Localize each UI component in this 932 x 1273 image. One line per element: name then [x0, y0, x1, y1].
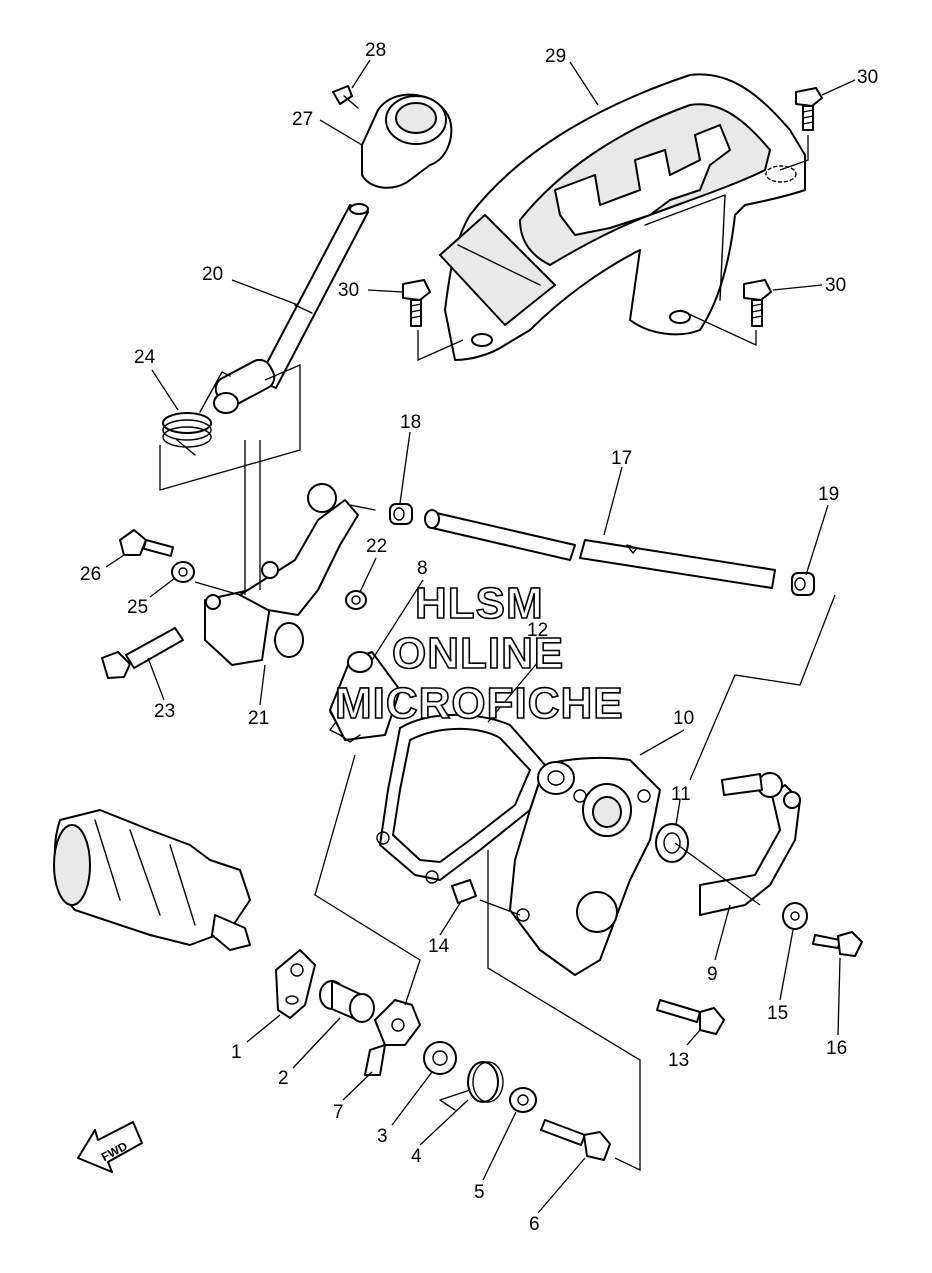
lever-spring	[162, 371, 231, 456]
shift-segment-gear	[329, 651, 401, 743]
stopper-lever-1	[275, 949, 316, 1019]
spring-4	[439, 1061, 504, 1111]
callout-16: 16	[826, 1038, 847, 1059]
shift-gate-cover	[439, 73, 806, 361]
collar-18	[389, 503, 413, 525]
callout-28: 28	[365, 40, 386, 61]
shift-cover	[509, 756, 661, 976]
callout-10: 10	[673, 708, 694, 729]
callout-27: 27	[292, 109, 313, 130]
bolt-6	[540, 1119, 611, 1161]
dowel-pin	[451, 879, 477, 904]
callout-15: 15	[767, 1003, 788, 1024]
watermark-line1: HLSM	[415, 579, 544, 628]
callout-21: 21	[248, 708, 269, 729]
callout-7: 7	[333, 1102, 344, 1123]
callout-20: 20	[202, 264, 223, 285]
stopper-7	[364, 999, 421, 1076]
callout-6: 6	[529, 1214, 540, 1235]
callout-3: 3	[377, 1126, 388, 1147]
callout-2: 2	[278, 1068, 289, 1089]
shift-shaft	[424, 509, 776, 589]
callout-5: 5	[474, 1182, 485, 1203]
shift-drum	[53, 809, 251, 951]
callout-12: 12	[527, 620, 548, 641]
callout-8: 8	[417, 558, 428, 579]
watermark-line3: MICROFICHE	[335, 679, 624, 728]
watermark-line2: ONLINE	[392, 629, 564, 678]
callout-29: 29	[545, 46, 566, 67]
bolt-26	[119, 529, 175, 557]
shift-knob	[361, 93, 453, 189]
callout-22: 22	[366, 536, 387, 557]
washer-15	[782, 902, 808, 930]
callout-30-top: 30	[857, 67, 878, 88]
callout-30-right: 30	[825, 275, 846, 296]
collar-19	[791, 572, 815, 596]
callout-numbers: 1 2 3 4 5 6 7 8 9 10 11 12 13 14 15 16 1…	[80, 40, 878, 1235]
knob-screw	[332, 85, 359, 109]
shift-arm	[699, 772, 801, 916]
watermark: HLSM ONLINE MICROFICHE	[334, 578, 624, 729]
bolt-30-top-right	[795, 87, 823, 131]
callout-24: 24	[134, 347, 156, 368]
callout-26: 26	[80, 564, 101, 585]
shift-bracket-assembly	[204, 483, 376, 666]
callout-14: 14	[428, 936, 450, 957]
callout-9: 9	[707, 964, 718, 985]
oil-seal	[655, 823, 689, 863]
callout-23: 23	[154, 701, 175, 722]
bolt-23	[101, 627, 184, 679]
callout-30-left: 30	[338, 280, 359, 301]
cover-gasket	[376, 713, 546, 884]
fwd-arrow-icon	[77, 1121, 143, 1173]
callout-13: 13	[668, 1050, 689, 1071]
washer-22	[345, 590, 367, 610]
washer-25	[171, 561, 195, 583]
callout-11: 11	[671, 784, 691, 805]
bolt-13	[656, 999, 725, 1035]
bolt-16	[812, 931, 863, 957]
callout-4: 4	[411, 1146, 422, 1167]
callout-18: 18	[400, 412, 421, 433]
callout-25: 25	[127, 597, 148, 618]
collar-2	[319, 980, 375, 1023]
bolt-30-left	[402, 279, 431, 327]
washer-3	[423, 1041, 457, 1075]
shift-lever-rod	[213, 203, 369, 414]
callout-19: 19	[818, 484, 839, 505]
assembly-lines	[159, 135, 836, 1172]
callout-leaders	[105, 59, 856, 1214]
bolt-30-right	[743, 279, 772, 327]
washer-5	[509, 1087, 537, 1113]
callout-17: 17	[611, 448, 632, 469]
callout-1: 1	[231, 1042, 242, 1063]
